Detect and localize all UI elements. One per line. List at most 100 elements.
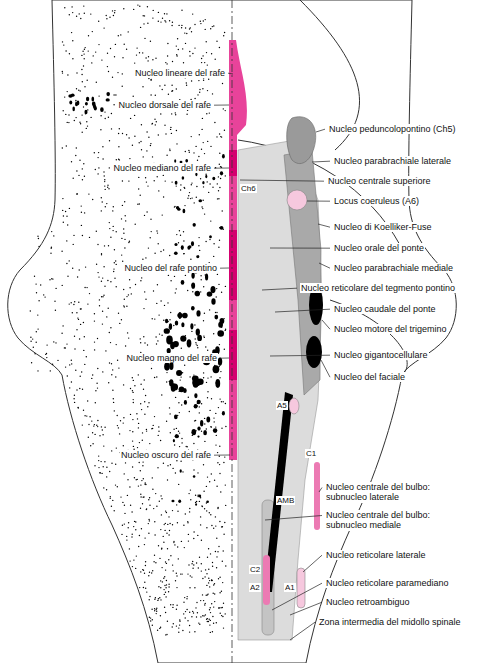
- stipple-dot: [211, 580, 212, 581]
- stipple-dot: [112, 500, 113, 501]
- stipple-dot: [219, 240, 220, 241]
- stipple-dot: [81, 74, 82, 75]
- stipple-dot: [122, 180, 123, 181]
- stipple-dot: [199, 624, 200, 625]
- stipple-dot: [161, 394, 162, 395]
- stipple-dot: [216, 556, 217, 557]
- stipple-dot: [129, 560, 130, 561]
- stipple-dot: [37, 236, 38, 237]
- stipple-dot: [95, 51, 96, 52]
- stipple-dot: [125, 220, 126, 221]
- stipple-dot: [143, 15, 144, 16]
- stipple-dot: [219, 187, 220, 188]
- stipple-dot: [194, 420, 195, 421]
- stipple-dot: [143, 23, 144, 24]
- stipple-dot: [212, 93, 213, 94]
- stipple-dot: [198, 80, 199, 81]
- stipple-dot: [215, 516, 216, 517]
- stipple-dot: [206, 41, 207, 42]
- stipple-dot: [82, 424, 83, 425]
- stipple-dot: [164, 594, 165, 595]
- nucleus-label: Nucleo motore del trigemino: [333, 324, 448, 334]
- stipple-dot: [152, 477, 153, 478]
- stipple-dot: [196, 197, 197, 198]
- raphe-nucleus: [229, 150, 237, 176]
- stipple-dot: [187, 596, 188, 597]
- stipple-dot: [224, 456, 225, 457]
- stipple-dot: [192, 379, 197, 386]
- stipple-dot: [193, 469, 194, 470]
- stipple-dot: [204, 337, 205, 338]
- leader-line: [319, 488, 322, 493]
- midline: [232, 0, 233, 663]
- stipple-dot: [94, 349, 95, 350]
- stipple-dot: [76, 72, 77, 73]
- stipple-dot: [205, 175, 207, 179]
- stipple-dot: [103, 487, 104, 488]
- stipple-dot: [216, 41, 217, 42]
- stipple-dot: [212, 26, 213, 27]
- stipple-dot: [193, 538, 194, 539]
- stipple-dot: [206, 428, 207, 429]
- stipple-dot: [84, 212, 85, 213]
- stipple-dot: [30, 337, 31, 338]
- stipple-dot: [52, 364, 53, 365]
- stipple-dot: [171, 85, 172, 86]
- stipple-dot: [97, 368, 98, 369]
- stipple-dot: [223, 550, 224, 551]
- stipple-dot: [196, 310, 200, 316]
- raphe-nucleus: [229, 230, 237, 300]
- stipple-dot: [212, 187, 213, 188]
- stipple-dot: [203, 80, 204, 81]
- stipple-dot: [197, 612, 198, 613]
- stipple-dot: [64, 347, 65, 348]
- stipple-dot: [220, 171, 223, 175]
- stipple-dot: [137, 447, 138, 448]
- stipple-dot: [170, 432, 171, 433]
- stipple-dot: [145, 484, 146, 485]
- stipple-dot: [219, 473, 220, 474]
- stipple-dot: [180, 376, 181, 377]
- stipple-dot: [189, 411, 190, 412]
- stipple-dot: [223, 603, 224, 604]
- stipple-dot: [135, 529, 136, 530]
- stipple-dot: [156, 506, 157, 507]
- stipple-dot: [165, 180, 166, 181]
- stipple-dot: [114, 410, 115, 411]
- stipple-dot: [76, 16, 77, 17]
- stipple-dot: [158, 435, 159, 436]
- stipple-dot: [214, 315, 218, 320]
- stipple-dot: [202, 506, 203, 507]
- stipple-dot: [117, 486, 118, 487]
- stipple-dot: [131, 536, 132, 537]
- stipple-dot: [165, 569, 166, 570]
- stipple-dot: [69, 14, 70, 15]
- stipple-dot: [51, 248, 52, 249]
- stipple-dot: [175, 320, 178, 325]
- stipple-dot: [180, 235, 181, 236]
- stipple-dot: [140, 27, 141, 28]
- stipple-dot: [161, 514, 162, 515]
- stipple-dot: [53, 341, 54, 342]
- stipple-dot: [145, 561, 146, 562]
- stipple-dot: [205, 174, 206, 175]
- stipple-dot: [104, 179, 105, 180]
- stipple-dot: [179, 412, 180, 413]
- leader-line: [290, 602, 322, 615]
- stipple-dot: [191, 182, 192, 183]
- stipple-dot: [149, 617, 150, 618]
- stipple-dot: [198, 199, 202, 202]
- stipple-dot: [134, 385, 135, 386]
- stipple-dot: [112, 77, 113, 78]
- stipple-dot: [169, 255, 170, 256]
- stipple-dot: [209, 410, 210, 411]
- stipple-dot: [154, 534, 155, 535]
- stipple-dot: [176, 55, 177, 56]
- stipple-dot: [202, 594, 203, 595]
- stipple-dot: [186, 446, 187, 447]
- stipple-dot: [211, 580, 212, 581]
- stipple-dot: [96, 82, 97, 83]
- stipple-dot: [164, 363, 170, 371]
- stipple-dot: [75, 370, 76, 371]
- stipple-dot: [219, 577, 220, 578]
